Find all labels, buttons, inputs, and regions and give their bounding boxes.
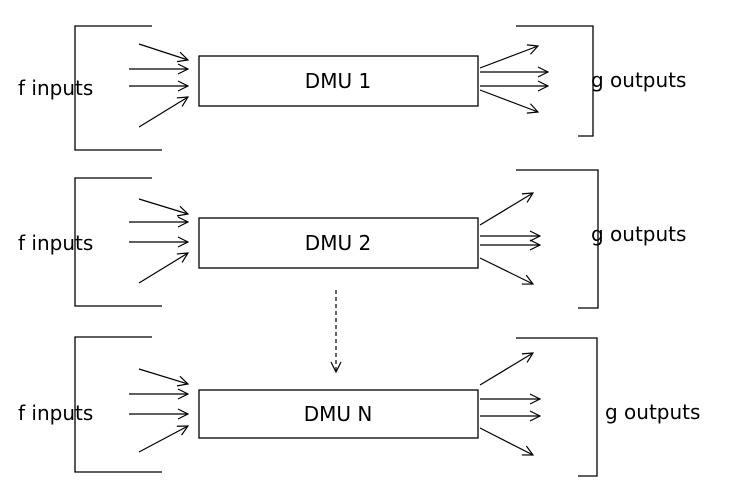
input-arrow: [138, 426, 188, 453]
outputs-label-2: g outputs: [591, 222, 686, 246]
inputs-bracket-2: [74, 177, 162, 307]
input-arrow: [138, 43, 188, 60]
outputs-bracket-2: [516, 169, 599, 309]
dmu-row-2: f inputs DMU 2 g outputs: [18, 169, 686, 309]
output-arrow: [479, 427, 533, 455]
inputs-label-3: f inputs: [18, 401, 93, 425]
inputs-bracket-3: [74, 336, 162, 473]
output-arrow: [479, 353, 533, 386]
inputs-label-1: f inputs: [18, 76, 93, 100]
dmu-box-3: [198, 389, 479, 439]
input-arrow: [138, 97, 188, 128]
input-arrow: [138, 368, 188, 384]
outputs-label-1: g outputs: [591, 68, 686, 92]
input-arrow: [138, 198, 188, 214]
inputs-bracket-1: [74, 25, 162, 151]
dmu-label-3: DMU N: [304, 402, 373, 426]
outputs-bracket-3: [516, 337, 598, 477]
output-arrow: [479, 193, 533, 226]
dmu-box-2: [198, 217, 479, 269]
outputs-label-3: g outputs: [605, 400, 700, 424]
output-arrow: [479, 46, 538, 69]
dmu-row-1: f inputs DMU 1 g outputs: [18, 25, 686, 151]
dmu-label-2: DMU 2: [305, 231, 371, 255]
dmu-box-1: [198, 55, 479, 107]
dmu-label-1: DMU 1: [305, 69, 371, 93]
output-arrow: [479, 257, 533, 284]
dmu-row-3: f inputs DMU N g outputs: [18, 336, 700, 477]
outputs-bracket-1: [516, 25, 594, 137]
input-arrow: [138, 253, 188, 284]
inputs-label-2: f inputs: [18, 231, 93, 255]
output-arrow: [479, 89, 538, 112]
